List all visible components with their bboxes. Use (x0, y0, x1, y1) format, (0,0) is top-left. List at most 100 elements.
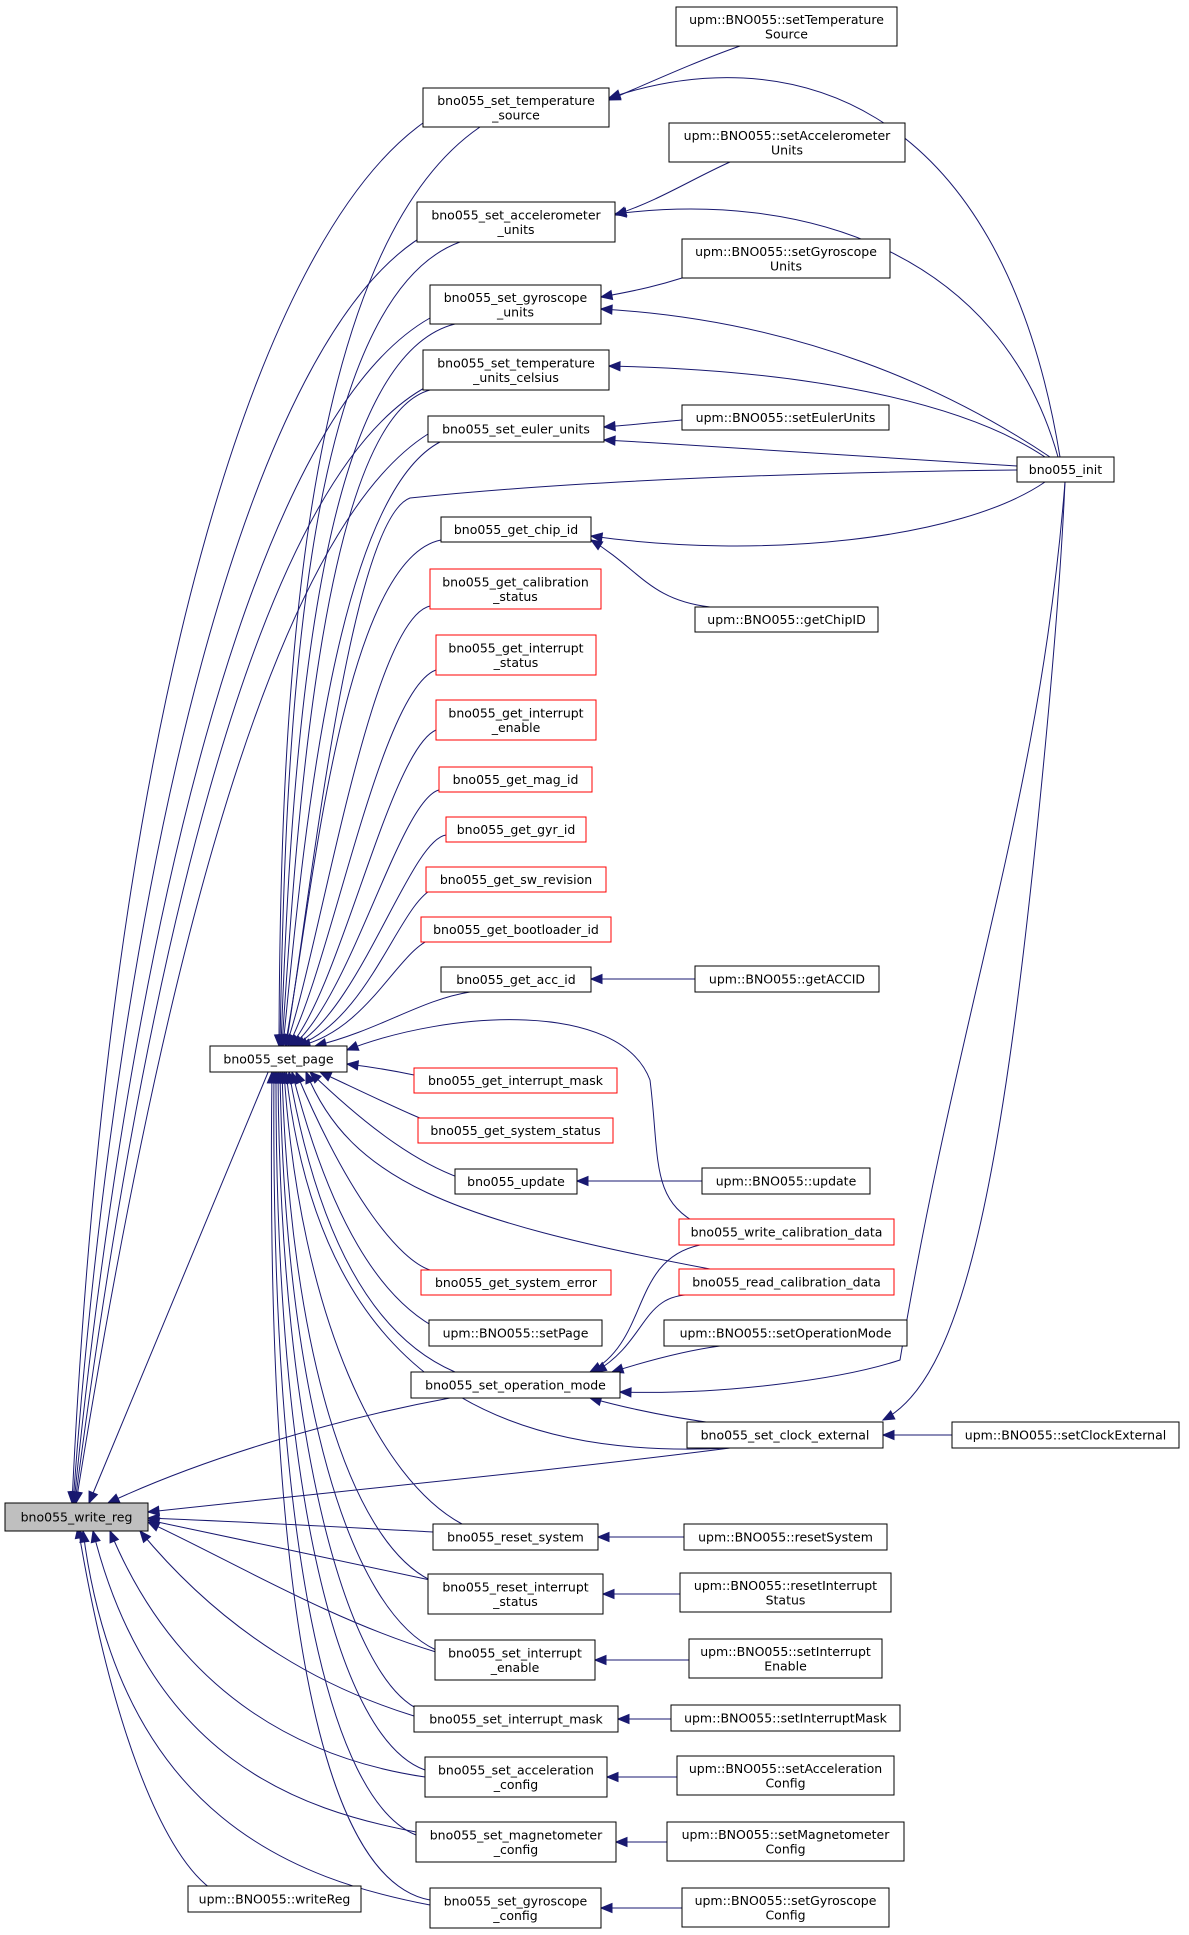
node-label: _enable (491, 720, 541, 735)
node-set_gyroscope_units[interactable]: bno055_set_gyroscope_units (429, 284, 602, 325)
node-init[interactable]: bno055_init (1016, 456, 1115, 483)
node-get_system_error[interactable]: bno055_get_system_error (420, 1269, 612, 1296)
call-edge-set_page-to-get_calibration_status (285, 605, 431, 1047)
arrowhead-set_page-to-update (309, 1071, 322, 1084)
call-edge-set_temperature_units_celsius-to-init (608, 365, 1046, 458)
node-get_interrupt_status[interactable]: bno055_get_interrupt_status (435, 634, 597, 676)
node-set_acceleration_config[interactable]: bno055_set_acceleration_config (424, 1756, 608, 1798)
node-get_interrupt_enable[interactable]: bno055_get_interrupt_enable (435, 699, 597, 741)
node-box (424, 1756, 608, 1798)
node-get_bootloader_id[interactable]: bno055_get_bootloader_id (420, 916, 612, 943)
node-get_mag_id[interactable]: bno055_get_mag_id (438, 766, 593, 793)
node-setOperationMode[interactable]: upm::BNO055::setOperationMode (663, 1319, 908, 1347)
node-set_operation_mode[interactable]: bno055_set_operation_mode (410, 1371, 621, 1399)
node-label: bno055_reset_interrupt (442, 1579, 588, 1594)
node-box (663, 1319, 908, 1347)
node-box (428, 1319, 603, 1347)
node-label: upm::BNO055::setInterrupt (700, 1644, 871, 1659)
node-label: bno055_update (467, 1174, 565, 1189)
arrowhead-write_reg-to-set_interrupt_enable (146, 1521, 161, 1532)
node-set_clock_external[interactable]: bno055_set_clock_external (686, 1421, 884, 1449)
node-box (454, 1168, 578, 1195)
node-box (678, 1218, 895, 1246)
node-setClockExternal[interactable]: upm::BNO055::setClockExternal (951, 1421, 1180, 1449)
node-layer: bno055_write_regbno055_set_pageupm::BNO0… (4, 6, 1180, 1929)
node-label: bno055_set_interrupt_mask (429, 1712, 603, 1727)
node-label: bno055_set_page (223, 1052, 333, 1067)
node-label: _config (493, 1842, 539, 1857)
node-box (422, 87, 610, 128)
node-get_acc_id[interactable]: bno055_get_acc_id (440, 966, 592, 993)
arrowhead-write_reg-to-set_clock_external (146, 1505, 161, 1516)
arrowhead-set_page-to-get_interrupt_mask (345, 1060, 360, 1071)
node-updateM[interactable]: upm::BNO055::update (701, 1167, 871, 1195)
node-set_interrupt_mask[interactable]: bno055_set_interrupt_mask (413, 1705, 619, 1733)
node-get_calibration_status[interactable]: bno055_get_calibration_status (429, 568, 602, 610)
call-edge-set_page-to-set_temperature_units_celsius (281, 389, 431, 1047)
node-update[interactable]: bno055_update (454, 1168, 578, 1195)
arrowhead-get_chip_id-to-getChipID (589, 539, 604, 551)
call-edge-set_page-to-get_sw_revision (295, 887, 436, 1047)
call-edge-set_page-to-set_gyroscope_units (280, 323, 456, 1047)
node-write_reg[interactable]: bno055_write_reg (4, 1502, 149, 1532)
node-setPage[interactable]: upm::BNO055::setPage (428, 1319, 603, 1347)
node-label: Units (771, 142, 803, 157)
node-set_euler_units[interactable]: bno055_set_euler_units (427, 415, 605, 443)
node-set_page[interactable]: bno055_set_page (209, 1045, 348, 1073)
node-box (420, 916, 612, 943)
arrowhead-get_chip_id-to-init (589, 532, 604, 543)
node-get_system_status[interactable]: bno055_get_system_status (417, 1117, 614, 1144)
arrowhead-get_acc_id-to-getACCID (589, 973, 603, 985)
call-edge-write_reg-to-set_temperature_source (71, 122, 424, 1504)
node-box (701, 1167, 871, 1195)
node-setInterruptMask[interactable]: upm::BNO055::setInterruptMask (670, 1704, 901, 1732)
node-write_calibration_data[interactable]: bno055_write_calibration_data (678, 1218, 895, 1246)
node-reset_system[interactable]: bno055_reset_system (432, 1523, 599, 1551)
call-edge-set_clock_external-to-init (882, 481, 1066, 1421)
arrowhead-set_page-to-write_calibration_data (345, 1040, 360, 1051)
node-resetSystem[interactable]: upm::BNO055::resetSystem (683, 1523, 888, 1551)
node-read_calibration_data[interactable]: bno055_read_calibration_data (678, 1268, 895, 1296)
node-reset_interrupt_status[interactable]: bno055_reset_interrupt_status (427, 1573, 604, 1615)
call-edge-set_page-to-get_interrupt_enable (289, 729, 437, 1047)
call-edge-set_page-to-set_magnetometer_config (273, 1071, 417, 1836)
node-box (666, 1821, 905, 1862)
node-set_temperature_units_celsius[interactable]: bno055_set_temperature_units_celsius (422, 349, 610, 391)
call-edge-set_euler_units-to-init (603, 439, 1018, 467)
arrowhead-write_reg-to-set_magnetometer_config (90, 1529, 101, 1544)
node-getACCID[interactable]: upm::BNO055::getACCID (694, 965, 880, 993)
node-writeReg[interactable]: upm::BNO055::writeReg (187, 1885, 362, 1913)
node-label: _enable (490, 1660, 540, 1675)
node-label: upm::BNO055::resetInterrupt (694, 1578, 877, 1593)
node-box (4, 1502, 149, 1532)
node-get_chip_id[interactable]: bno055_get_chip_id (440, 516, 592, 543)
node-set_interrupt_enable[interactable]: bno055_set_interrupt_enable (434, 1639, 596, 1681)
node-label: upm::BNO055::setEulerUnits (696, 410, 876, 425)
arrowhead-set_operation_mode-to-read_calibration_data (593, 1361, 608, 1373)
call-edge-write_reg-to-reset_system (147, 1517, 434, 1533)
node-get_gyr_id[interactable]: bno055_get_gyr_id (445, 816, 587, 843)
node-label: upm::BNO055::setGyroscope (695, 1893, 877, 1908)
node-setEulerUnits[interactable]: upm::BNO055::setEulerUnits (681, 404, 890, 431)
call-edge-write_reg-to-set_clock_external (147, 1447, 731, 1513)
node-get_interrupt_mask[interactable]: bno055_get_interrupt_mask (413, 1067, 618, 1094)
node-set_temperature_source[interactable]: bno055_set_temperature_source (422, 87, 610, 128)
node-set_magnetometer_config[interactable]: bno055_set_magnetometer_config (415, 1821, 617, 1863)
node-label: bno055_read_calibration_data (692, 1275, 881, 1290)
node-label: bno055_set_interrupt (448, 1645, 582, 1660)
call-edge-set_page-to-set_operation_mode (288, 1071, 456, 1373)
node-label: bno055_set_temperature (437, 355, 595, 370)
node-set_gyroscope_config[interactable]: bno055_set_gyroscope_config (429, 1887, 602, 1929)
node-get_sw_revision[interactable]: bno055_get_sw_revision (425, 866, 607, 893)
node-getChipID[interactable]: upm::BNO055::getChipID (694, 606, 879, 633)
node-set_accelerometer_units[interactable]: bno055_set_accelerometer_units (416, 201, 616, 243)
node-label: upm::BNO055::setPage (443, 1326, 589, 1341)
